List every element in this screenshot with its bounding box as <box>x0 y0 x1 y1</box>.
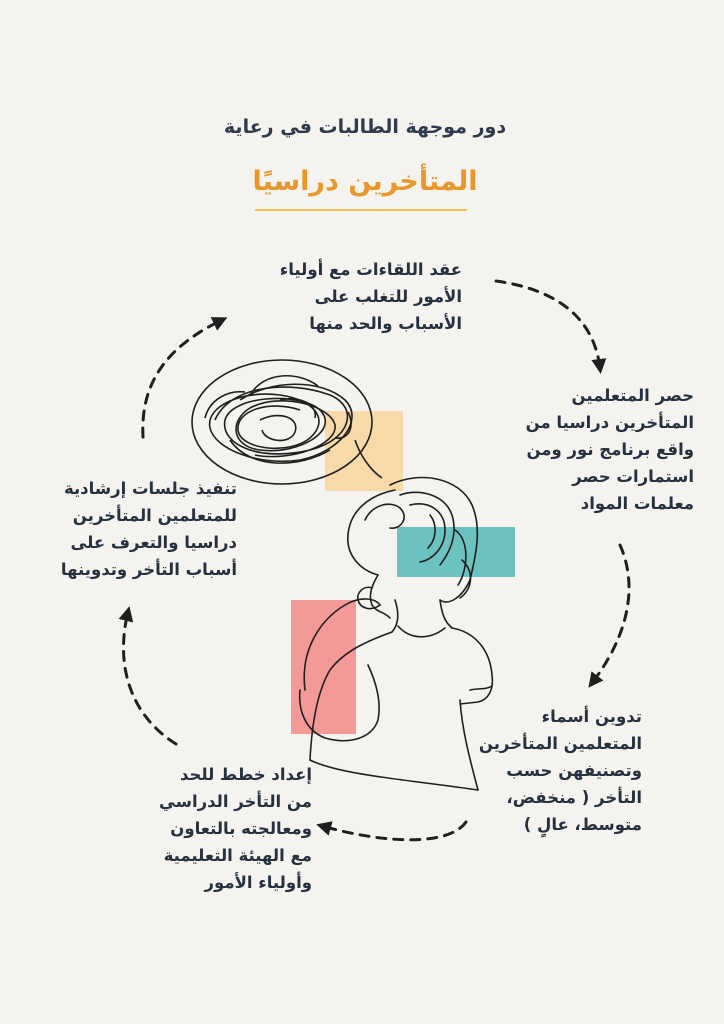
step-text-line: أسباب التأخر وتدوينها <box>60 560 237 579</box>
step-text-line: دراسيا والتعرف على <box>70 533 237 552</box>
step-text-line: حصر المتعلمين <box>571 386 694 405</box>
step-text-line: مع الهيئة التعليمية <box>163 846 312 865</box>
step-text-line: ومعالجته بالتعاون <box>170 819 312 838</box>
step-text-line: المتأخرين دراسيا من <box>525 413 694 432</box>
pink-color-block <box>291 600 356 734</box>
step-text-line: عقد اللقاءات مع أولياء <box>279 260 462 279</box>
step-text-line: استمارات حصر <box>572 467 694 486</box>
dashed-arrow-icon <box>118 606 178 746</box>
step-counseling-sessions: تنفيذ جلسات إرشادية للمتعلمين المتأخرين … <box>61 475 237 583</box>
step-text-line: واقع برنامج نور ومن <box>526 440 694 459</box>
step-text-line: تدوين أسماء <box>541 707 642 726</box>
thinking-woman-line-art <box>298 476 494 791</box>
poster-heading: دور موجهة الطالبات في رعاية المتأخرين در… <box>200 112 530 202</box>
step-record-classify: تدوين أسماء المتعلمين المتأخرين وتصنيفهن… <box>479 703 642 838</box>
step-text-line: التأخر ( منخفض، <box>506 788 642 807</box>
step-text-line: تنفيذ جلسات إرشادية <box>63 479 237 498</box>
step-prepare-plans: إعداد خطط للحد من التأخر الدراسي ومعالجت… <box>159 761 312 896</box>
step-text-line: وتصنيفهن حسب <box>506 761 642 780</box>
step-text-line: معلمات المواد <box>580 494 694 513</box>
step-identify-learners: حصر المتعلمين المتأخرين دراسيا من واقع ب… <box>526 382 694 517</box>
tangled-thoughts-icon <box>191 359 383 485</box>
poster-title: دور موجهة الطالبات في رعاية <box>223 116 507 138</box>
step-text-line: المتعلمين المتأخرين <box>478 734 642 753</box>
step-text-line: الأمور للتغلب على <box>314 287 462 306</box>
dashed-arrow-icon <box>494 279 607 374</box>
dashed-arrow-icon <box>588 543 631 688</box>
step-text-line: وأولياء الأمور <box>204 873 312 892</box>
step-text-line: إعداد خطط للحد <box>179 765 312 784</box>
step-parent-meetings: عقد اللقاءات مع أولياء الأمور للتغلب على… <box>280 256 462 337</box>
step-text-line: الأسباب والحد منها <box>309 314 462 333</box>
step-text-line: للمتعلمين المتأخرين <box>72 506 237 525</box>
step-text-line: من التأخر الدراسي <box>159 792 312 811</box>
dashed-arrow-icon <box>141 317 228 439</box>
dashed-arrow-icon <box>316 820 468 842</box>
teal-color-block <box>397 527 515 577</box>
title-underline <box>255 209 467 211</box>
step-text-line: متوسط، عالٍ ) <box>523 815 642 834</box>
poster-subtitle: المتأخرين دراسيًا <box>252 166 478 197</box>
orange-color-block <box>325 411 403 491</box>
